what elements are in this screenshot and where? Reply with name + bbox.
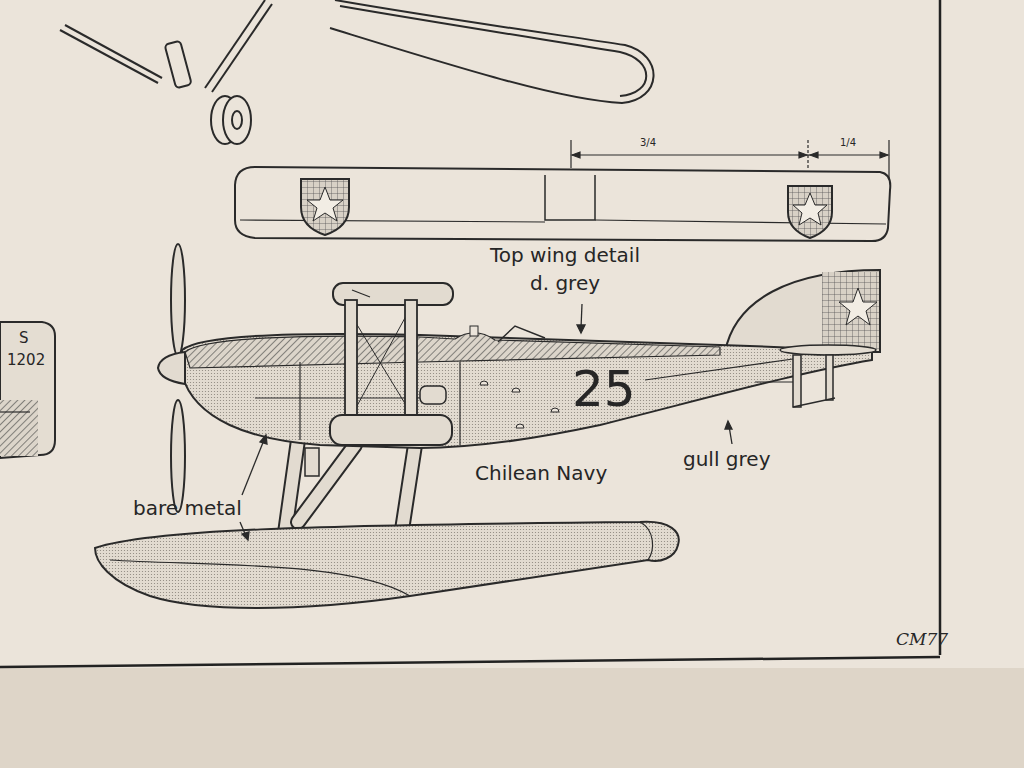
part-marking: S	[18, 330, 30, 347]
dimension-label: 3/4	[640, 137, 656, 148]
operator-label: Chilean Navy	[475, 462, 607, 484]
colour-callout: gull grey	[683, 448, 770, 470]
part-marking: 1202	[6, 352, 46, 369]
colour-callout: bare metal	[133, 497, 242, 519]
callout-label: Top wing detail	[490, 244, 640, 266]
aircraft-number: 25	[572, 362, 636, 417]
callout-label: d. grey	[530, 272, 600, 294]
artist-signature: CM77	[896, 630, 948, 649]
dimension-label: 1/4	[840, 137, 856, 148]
